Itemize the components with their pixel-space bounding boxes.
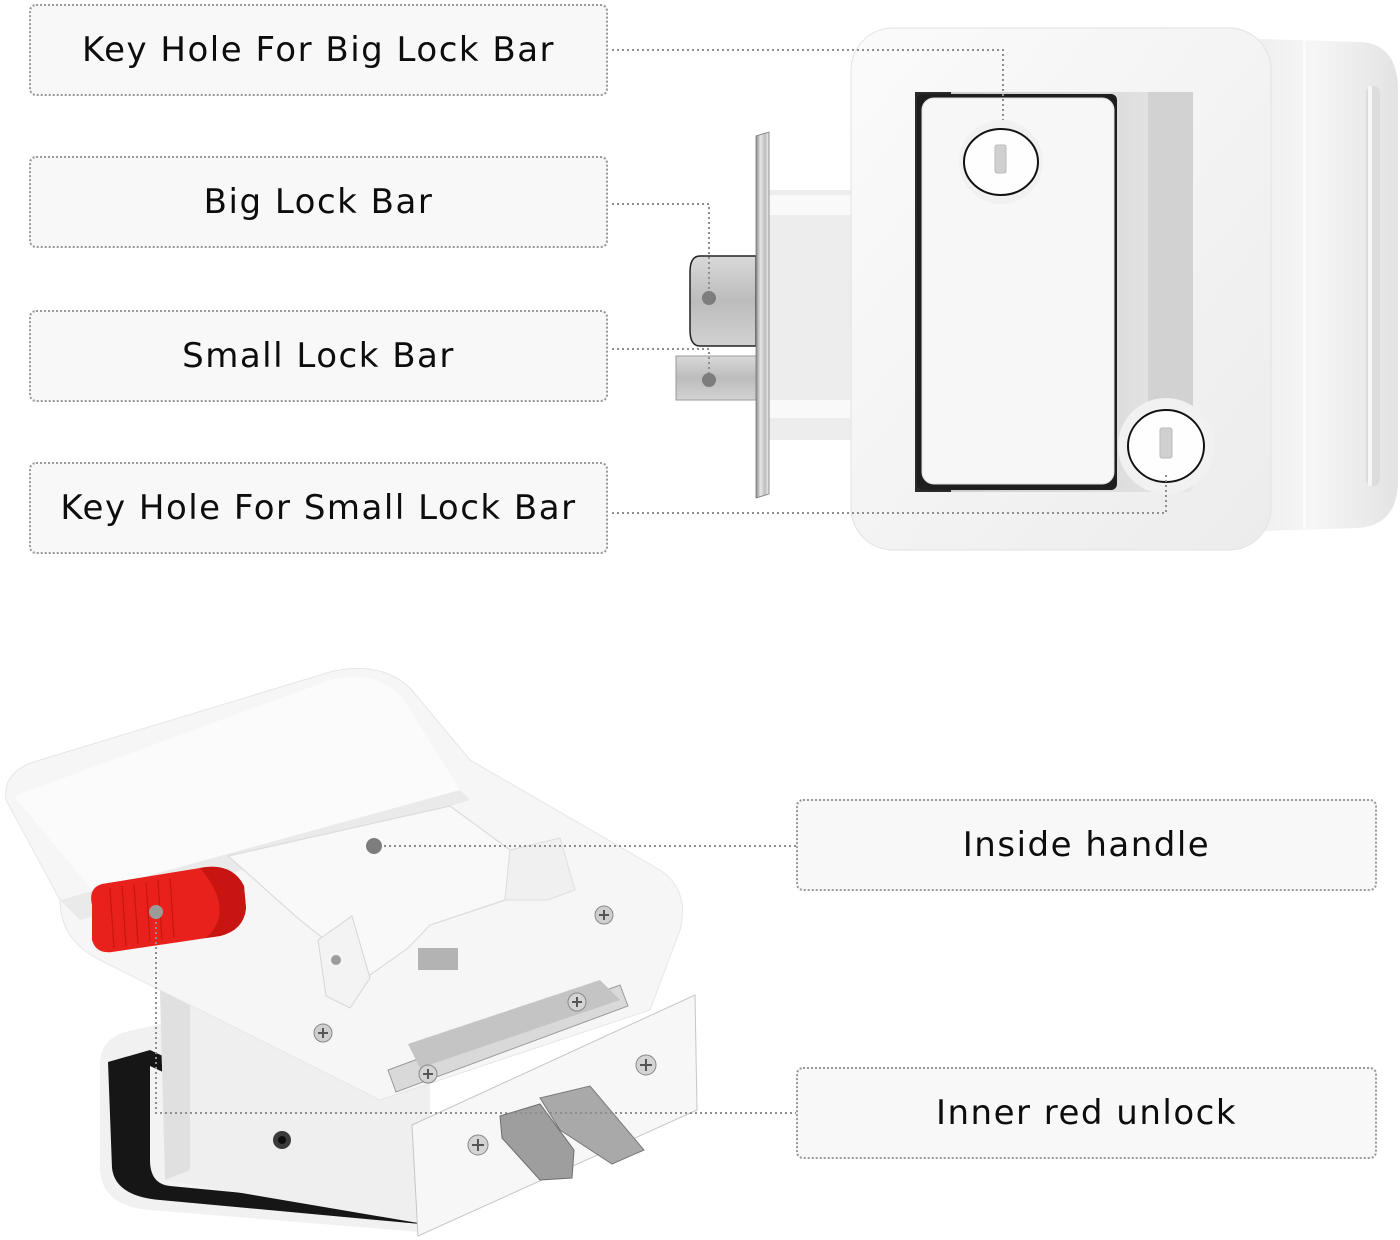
callout-key-hole-small-lock-bar: Key Hole For Small Lock Bar	[29, 462, 608, 554]
screw	[418, 1064, 438, 1084]
leader-line-key-hole-small	[612, 472, 1167, 514]
leader-line-small-lock-bar	[612, 348, 710, 380]
callout-big-lock-bar: Big Lock Bar	[29, 156, 608, 248]
callout-label: Key Hole For Big Lock Bar	[81, 30, 556, 70]
bottom-latch-illustration	[5, 667, 698, 1237]
screw	[567, 992, 587, 1012]
marker-dot-inside-handle	[366, 838, 382, 854]
callout-small-lock-bar: Small Lock Bar	[29, 310, 608, 402]
leader-line-inner-red-unlock	[155, 912, 796, 1114]
latch-bolt	[675, 355, 759, 401]
callout-key-hole-big-lock-bar: Key Hole For Big Lock Bar	[29, 4, 608, 96]
screw	[313, 1023, 333, 1043]
screw	[635, 1054, 657, 1076]
callout-label: Inner red unlock	[935, 1093, 1238, 1133]
marker-dot-big-lock-bar	[702, 291, 716, 305]
callout-label: Key Hole For Small Lock Bar	[60, 488, 577, 528]
leader-lines	[149, 49, 1167, 1114]
leader-line-big-lock-bar	[612, 203, 710, 298]
face-plate	[755, 131, 770, 499]
callout-label: Inside handle	[962, 825, 1211, 865]
leader-line-key-hole-big	[612, 49, 1004, 120]
callout-inner-red-unlock: Inner red unlock	[796, 1067, 1377, 1159]
callout-label: Big Lock Bar	[203, 182, 434, 222]
callout-label: Small Lock Bar	[182, 336, 455, 376]
handle-back-plate	[1230, 38, 1398, 532]
screw	[594, 905, 614, 925]
marker-dot-inner-red-unlock	[149, 905, 163, 919]
latch-front-body	[850, 27, 1272, 551]
callout-inside-handle: Inside handle	[796, 799, 1377, 891]
upper-key-cylinder	[959, 120, 1043, 204]
marker-dot-small-lock-bar	[702, 373, 716, 387]
screw	[467, 1134, 489, 1156]
deadbolt	[689, 255, 757, 347]
red-unlock-lever	[91, 866, 246, 953]
latch-housing	[766, 190, 856, 440]
lower-key-cylinder	[1118, 398, 1214, 494]
